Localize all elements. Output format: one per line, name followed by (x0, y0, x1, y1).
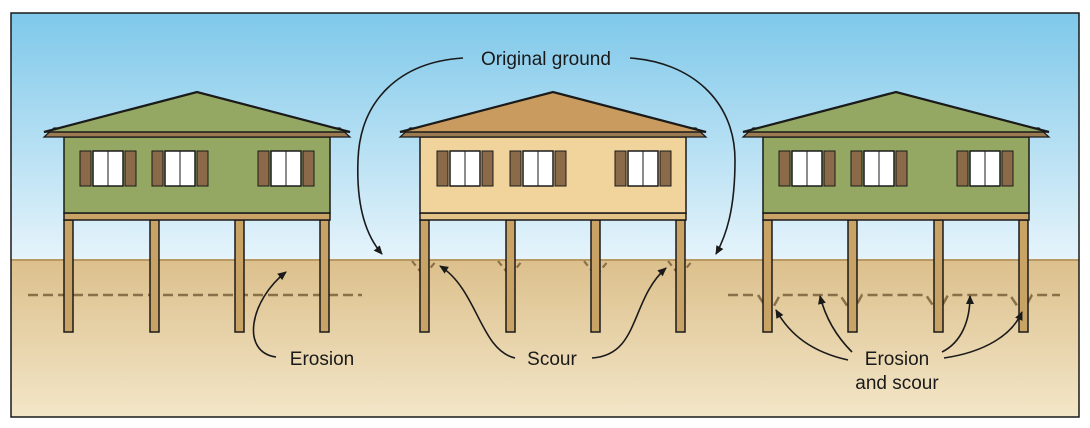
arrow-erosion-scour-2 (818, 295, 853, 353)
label-erosion: Erosion (290, 349, 354, 370)
leader-arrows (252, 57, 1023, 361)
house-right (741, 90, 1051, 333)
arrow-scour-left (439, 265, 516, 359)
ground (11, 260, 1079, 417)
arrow-erosion-scour-1 (775, 309, 849, 361)
windows (436, 150, 672, 187)
floor-beam (419, 212, 687, 221)
label-erosion-and-scour-line1: Erosion (865, 349, 929, 370)
frame-border (10, 12, 1080, 418)
arrow-scour-right (591, 267, 667, 359)
house-left (42, 90, 352, 333)
arrow-erosion-scour-4 (943, 311, 1023, 359)
label-original-ground: Original ground (481, 49, 611, 70)
label-scour: Scour (527, 349, 577, 370)
label-erosion-and-scour-line2: and scour (855, 373, 939, 394)
scour-pits-middle (411, 260, 693, 278)
arrow-erosion (252, 271, 287, 358)
floor-beam (63, 212, 331, 221)
windows (778, 150, 1014, 187)
house-middle (398, 90, 708, 333)
arrow-original-ground-left (356, 57, 464, 255)
windows (79, 150, 315, 187)
arrow-erosion-scour-3 (941, 295, 974, 353)
floor-beam (762, 212, 1030, 221)
arrow-original-ground-right (629, 57, 736, 255)
